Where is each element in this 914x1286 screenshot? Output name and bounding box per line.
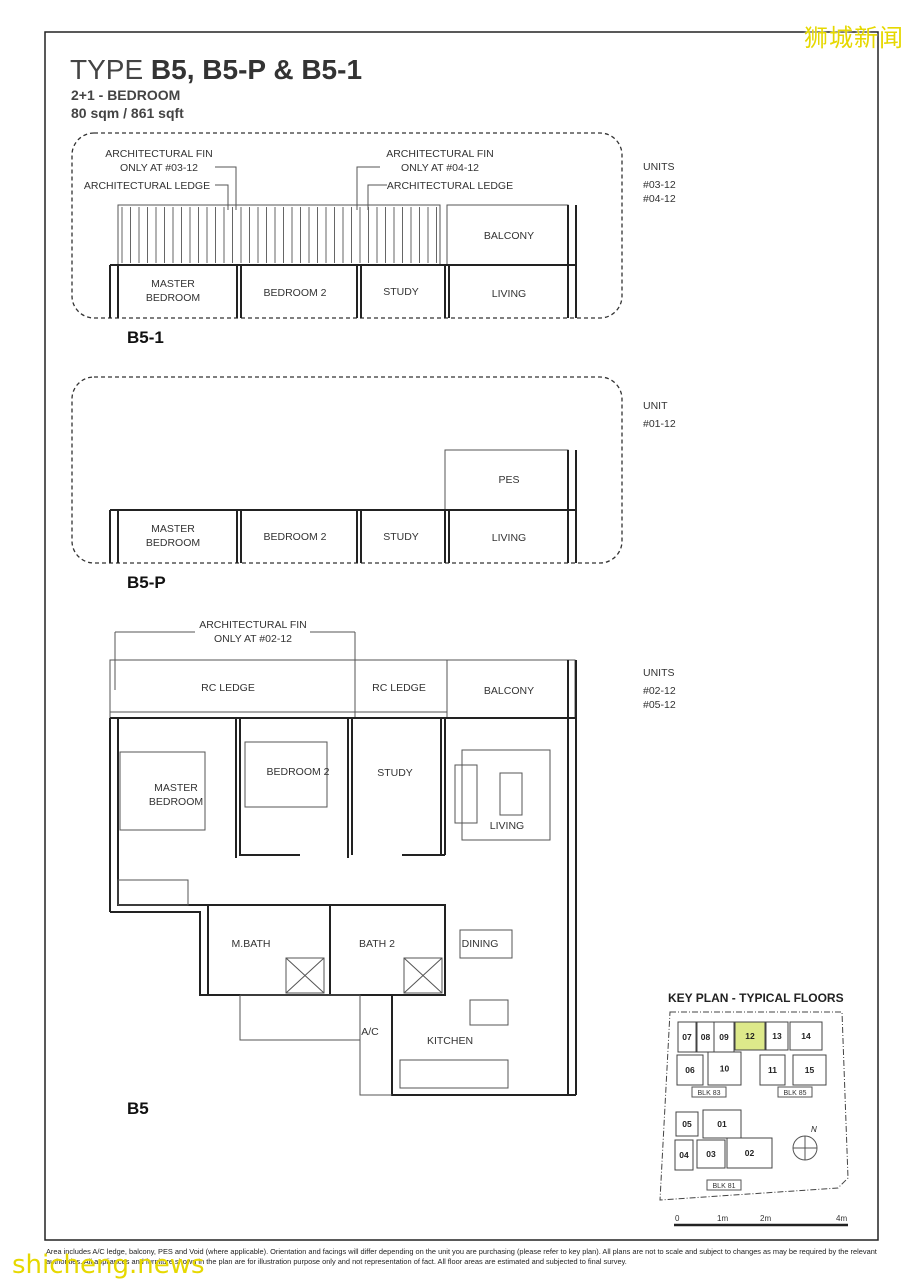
key-plan-unit-label: 10	[720, 1064, 730, 1074]
key-plan-unit-label: 11	[768, 1065, 777, 1075]
scale-label: 4m	[836, 1214, 847, 1223]
key-plan-unit-label: 14	[801, 1031, 811, 1041]
plan-b5-1-outline	[71, 132, 623, 319]
room-master-bedroom: MASTER	[154, 782, 198, 794]
key-plan-unit-13	[765, 1021, 789, 1051]
room-study: STUDY	[383, 531, 419, 543]
key-plan-unit-label: 08	[701, 1032, 711, 1042]
room-bedroom-2: BEDROOM 2	[266, 766, 329, 778]
unit-number: #02-12	[643, 685, 676, 697]
plan-b5-p: PES MASTER BEDROOM BEDROOM 2 STUDY LIVIN…	[71, 376, 676, 592]
key-plan-unit-04	[674, 1139, 694, 1171]
page-title: TYPE B5, B5-P & B5-1	[70, 54, 362, 85]
plan-name: B5-P	[127, 573, 166, 592]
room-living: LIVING	[490, 820, 524, 832]
room-bath-2: BATH 2	[359, 938, 395, 950]
plan-name: B5-1	[127, 328, 164, 347]
key-plan-unit-label: 07	[682, 1032, 692, 1042]
unit-number: #04-12	[643, 193, 676, 205]
plan-name: B5	[127, 1099, 149, 1118]
plan-b5: ARCHITECTURAL FIN ONLY AT #02-12 MASTER …	[109, 619, 676, 1118]
key-plan-unit-03	[696, 1139, 726, 1169]
room-bedroom-2: BEDROOM 2	[263, 287, 326, 299]
key-plan-unit-05	[675, 1111, 699, 1137]
units-label: UNITS	[643, 161, 675, 173]
room-bedroom-2: BEDROOM 2	[263, 531, 326, 543]
room-rc-ledge: RC LEDGE	[201, 682, 255, 694]
fin-label: ONLY AT #03-12	[120, 162, 198, 174]
room-master-bedroom: BEDROOM	[146, 537, 200, 549]
key-plan-unit-15	[792, 1054, 827, 1086]
key-plan-unit-14	[789, 1021, 823, 1051]
room-kitchen: KITCHEN	[427, 1035, 473, 1047]
key-plan-unit-10	[707, 1051, 742, 1086]
fin-label: ONLY AT #04-12	[401, 162, 479, 174]
fin-label: ARCHITECTURAL FIN	[105, 148, 213, 160]
room-dining: DINING	[462, 938, 499, 950]
room-balcony: BALCONY	[484, 685, 534, 697]
fin-label: ONLY AT #02-12	[214, 633, 292, 645]
north-label: N	[811, 1125, 817, 1134]
disclaimer-note: Area includes A/C ledge, balcony, PES an…	[46, 1247, 877, 1266]
room-ac-ledge: A/C	[361, 1026, 379, 1038]
architectural-fins	[121, 207, 437, 263]
block-label: BLK 85	[784, 1090, 807, 1097]
key-plan-unit-label: 09	[719, 1032, 729, 1042]
watermark-top: 狮城新闻	[804, 24, 904, 52]
key-plan-unit-label: 02	[745, 1148, 755, 1158]
unit-area: 80 sqm / 861 sqft	[71, 105, 184, 121]
room-rc-ledge: RC LEDGE	[372, 682, 426, 694]
room-balcony: BALCONY	[484, 230, 534, 242]
room-pes: PES	[498, 474, 519, 486]
key-plan-unit-01	[702, 1109, 742, 1139]
key-plan-unit-07	[677, 1021, 697, 1053]
key-plan-unit-label: 05	[682, 1119, 692, 1129]
page-border	[44, 31, 879, 1241]
fin-label: ARCHITECTURAL FIN	[199, 619, 307, 631]
key-plan-unit-label: 03	[706, 1149, 716, 1159]
room-master-bedroom: BEDROOM	[149, 796, 203, 808]
key-plan-unit-label: 01	[717, 1119, 727, 1129]
block-label: BLK 83	[698, 1090, 721, 1097]
scale-label: 1m	[717, 1214, 728, 1223]
ledge-label: ARCHITECTURAL LEDGE	[84, 180, 210, 192]
block-label: BLK 81	[713, 1183, 736, 1190]
fin-label: ARCHITECTURAL FIN	[386, 148, 494, 160]
key-plan-unit-label: 06	[685, 1065, 695, 1075]
unit-number: #01-12	[643, 418, 676, 430]
units-label: UNITS	[643, 667, 675, 679]
unit-number: #03-12	[643, 179, 676, 191]
key-plan-title: KEY PLAN - TYPICAL FLOORS	[668, 991, 844, 1005]
key-plan-unit-12	[734, 1021, 766, 1051]
room-study: STUDY	[377, 767, 413, 779]
key-plan-unit-label: 15	[805, 1065, 815, 1075]
scale-label: 2m	[760, 1214, 771, 1223]
room-living: LIVING	[492, 288, 526, 300]
key-plan-unit-label: 13	[772, 1031, 782, 1041]
key-plan: KEY PLAN - TYPICAL FLOORS 07 08 09 12 13 14 06…	[659, 991, 849, 1227]
room-master-bedroom: MASTER	[151, 278, 195, 290]
units-label: UNIT	[643, 400, 668, 412]
plan-b5-1: ARCHITECTURAL FIN ONLY AT #03-12 ARCHITE…	[71, 132, 676, 347]
scale-label: 0	[675, 1214, 680, 1223]
room-study: STUDY	[383, 286, 419, 298]
key-plan-unit-02	[726, 1137, 773, 1169]
key-plan-unit-11	[759, 1054, 786, 1086]
unit-number: #05-12	[643, 699, 676, 711]
key-plan-unit-label: 04	[679, 1150, 689, 1160]
room-master-bedroom: BEDROOM	[146, 292, 200, 304]
room-master-bath: M.BATH	[232, 938, 271, 950]
room-living: LIVING	[492, 532, 526, 544]
key-plan-unit-06	[676, 1054, 704, 1086]
room-master-bedroom: MASTER	[151, 523, 195, 535]
key-plan-unit-label: 12	[745, 1031, 755, 1041]
watermark-bottom: shicheng.news	[12, 1250, 205, 1280]
plan-b5-p-outline	[71, 376, 623, 564]
ledge-label: ARCHITECTURAL LEDGE	[387, 180, 513, 192]
bedroom-count: 2+1 - BEDROOM	[71, 87, 180, 103]
